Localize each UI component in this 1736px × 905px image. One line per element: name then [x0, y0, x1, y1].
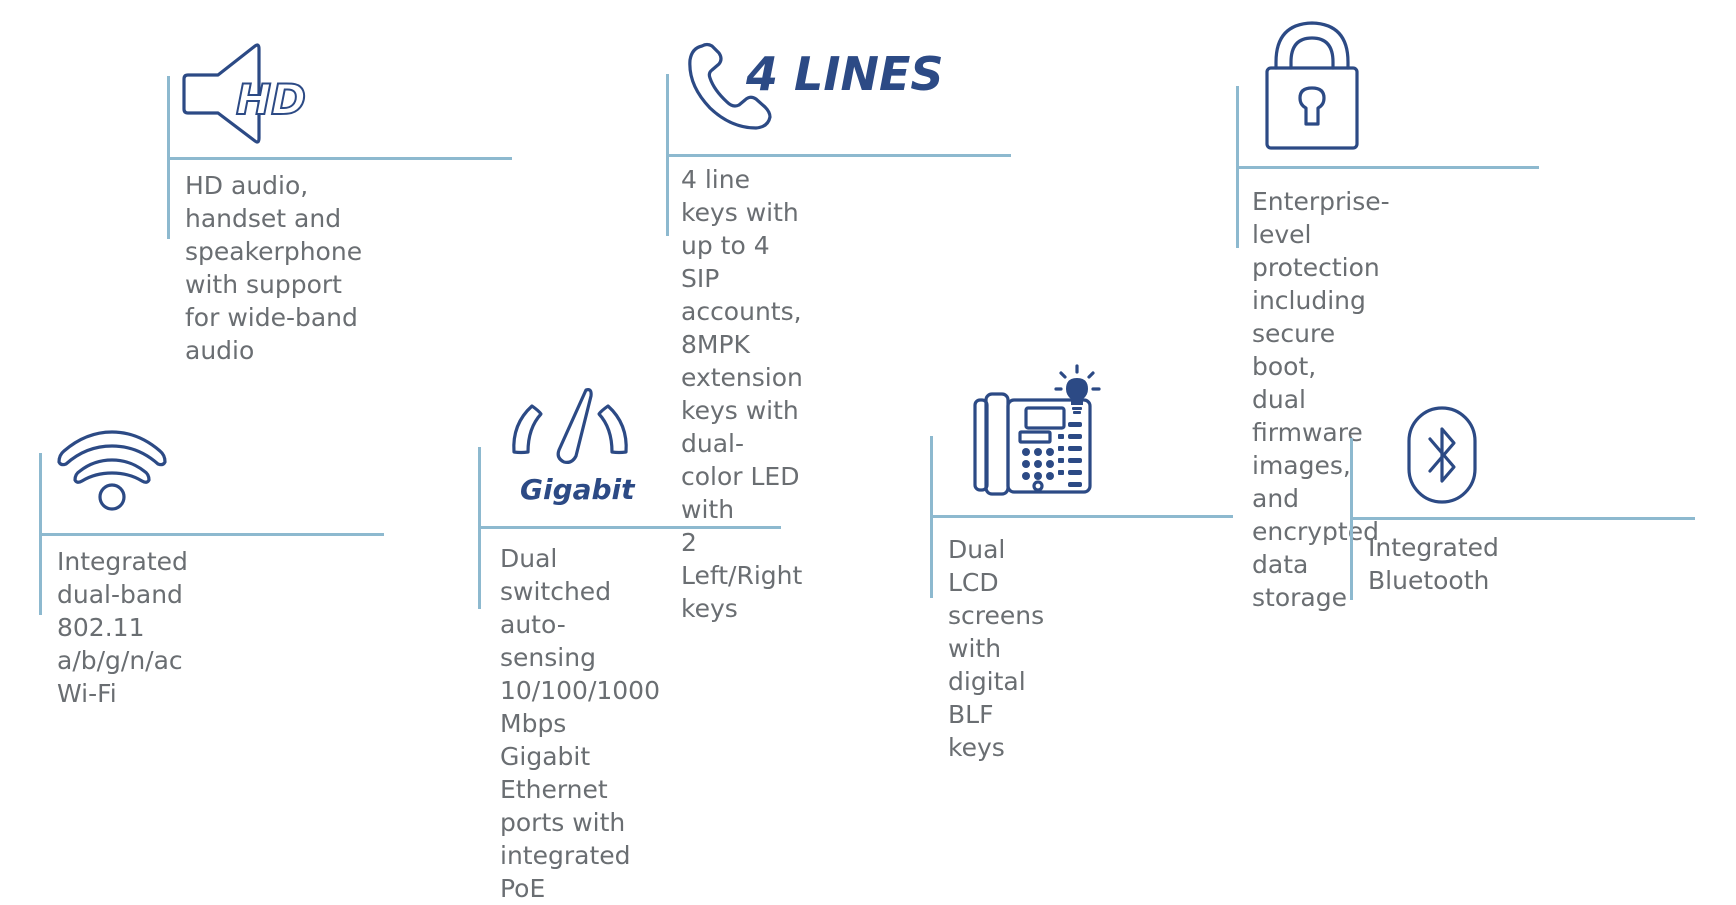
feature-description: Integrated Bluetooth	[1368, 533, 1499, 595]
feature-description: Dual switched auto-sensing 10/100/1000 M…	[500, 544, 660, 903]
feature-description: Integrated dual-band 802.11 a/b/g/n/ac W…	[57, 547, 188, 708]
lines-label: 4 LINES	[745, 47, 944, 101]
gigabit-label: Gigabit	[520, 473, 636, 506]
feature-description: HD audio, handset and speakerphone with …	[185, 171, 363, 365]
hd-speaker-icon: HD	[182, 43, 307, 144]
horizontal-divider	[39, 533, 384, 536]
horizontal-divider	[167, 157, 512, 160]
horizontal-divider	[1350, 517, 1695, 520]
hd-label: HD	[236, 75, 306, 124]
bluetooth-icon	[1407, 406, 1477, 504]
feature-description: Dual LCD screens with digital BLF keys	[948, 535, 1045, 762]
wifi-icon	[57, 430, 167, 511]
padlock-icon	[1265, 21, 1359, 150]
horizontal-divider	[930, 515, 1233, 518]
horizontal-divider	[666, 154, 1011, 157]
horizontal-divider	[478, 526, 781, 529]
desk-phone-lightbulb-icon	[973, 364, 1101, 496]
feature-description: 4 line keys with up to 4 SIP accounts, 8…	[681, 165, 803, 623]
speedometer-icon: Gigabit	[512, 388, 636, 506]
feature-description: Enterprise-level protection including se…	[1252, 187, 1390, 612]
phone-handset-icon: 4 LINES	[688, 42, 944, 130]
horizontal-divider	[1236, 166, 1539, 169]
